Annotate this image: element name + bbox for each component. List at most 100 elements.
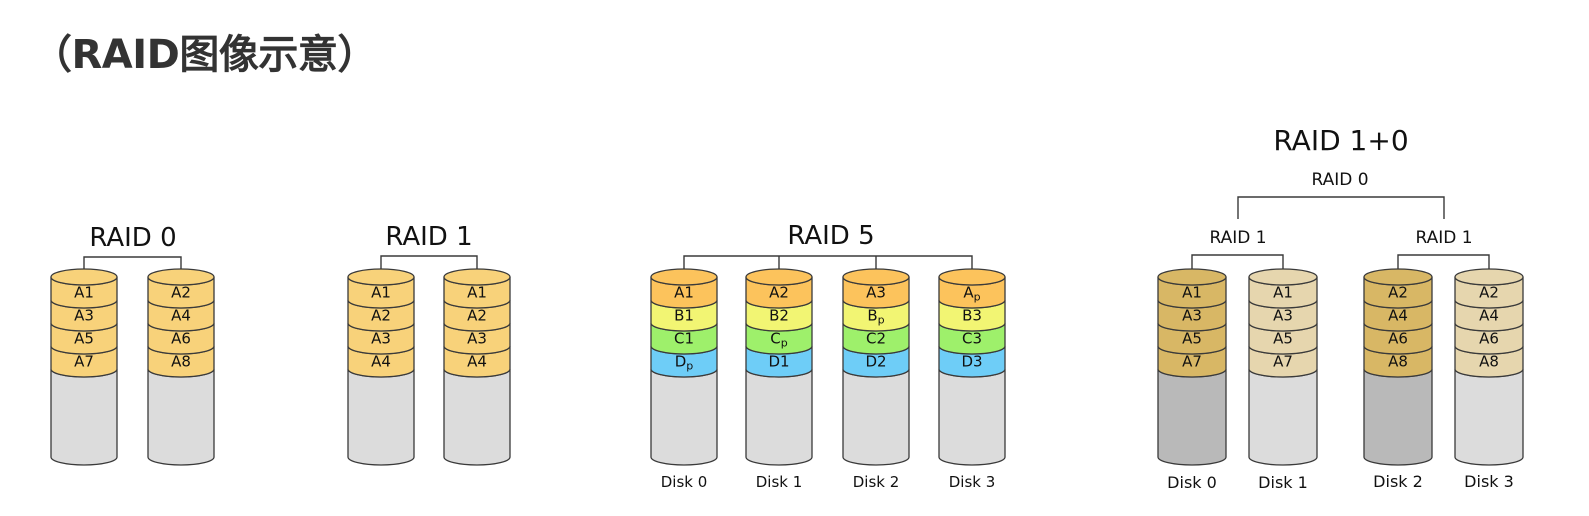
block-label: B2 — [769, 307, 789, 325]
disk-label: Disk 2 — [1373, 472, 1423, 491]
block-label: B3 — [962, 307, 982, 325]
disk-top-cap — [842, 268, 910, 286]
block-label: Ap — [963, 284, 980, 304]
block-label: A2 — [769, 284, 789, 302]
disk: D2 C2 Bp A3 — [842, 268, 910, 466]
block-label: A4 — [1388, 307, 1408, 325]
block-label: A3 — [74, 307, 94, 325]
disk-label: Disk 1 — [1258, 473, 1308, 492]
disk-top-cap — [938, 268, 1006, 286]
disk-top-cap — [1454, 268, 1524, 286]
block-label: A2 — [171, 284, 191, 302]
disk-body — [938, 368, 1006, 466]
disk-label: Disk 3 — [949, 473, 996, 491]
raid1-group-label: RAID 1 — [1209, 228, 1266, 248]
disk-body — [1454, 368, 1524, 466]
block-label: C2 — [866, 330, 886, 348]
block-label: A2 — [467, 307, 487, 325]
block-label: A7 — [74, 353, 94, 371]
block-label: A1 — [74, 284, 94, 302]
raid1-title: RAID 1 — [385, 222, 472, 252]
page-title: （RAID图像示意） — [32, 32, 377, 78]
disk: D3 C3 B3 Ap — [938, 268, 1006, 466]
block-label: A7 — [1182, 353, 1202, 371]
raid0-group-connector — [1237, 196, 1445, 219]
disk-top-cap — [50, 268, 118, 286]
disk-body — [347, 368, 415, 466]
disk-top-cap — [147, 268, 215, 286]
raid5-connector — [683, 255, 973, 269]
block-label: Cp — [770, 330, 787, 350]
disk: A4 A3 A2 A1 — [443, 268, 511, 466]
disk-label: Disk 2 — [853, 473, 900, 491]
block-label: Bp — [867, 307, 884, 327]
block-label: A2 — [371, 307, 391, 325]
block-label: A8 — [1479, 353, 1499, 371]
block-label: D3 — [961, 353, 982, 371]
block-label: A3 — [866, 284, 886, 302]
raid1-group-connector — [1191, 254, 1284, 269]
block-label: B1 — [674, 307, 694, 325]
disk-top-cap — [1248, 268, 1318, 286]
block-label: A6 — [1388, 330, 1408, 348]
disk-body — [147, 368, 215, 466]
raid0-title: RAID 0 — [89, 223, 176, 253]
raid1-connector — [380, 255, 478, 269]
raid0-connector — [83, 256, 182, 269]
disk-body — [1248, 368, 1318, 466]
block-label: A5 — [1182, 330, 1202, 348]
disk: A8 A6 A4 A2 — [1454, 268, 1524, 466]
block-label: A3 — [1182, 307, 1202, 325]
block-label: A1 — [1273, 284, 1293, 302]
block-label: A4 — [467, 353, 487, 371]
disk-top-cap — [1363, 268, 1433, 286]
disk-body — [745, 368, 813, 466]
disk-label: Disk 0 — [661, 473, 708, 491]
disk: Dp C1 B1 A1 — [650, 268, 718, 466]
block-label: A3 — [1273, 307, 1293, 325]
disk: A8 A6 A4 A2 — [147, 268, 215, 466]
block-label: A8 — [171, 353, 191, 371]
disk-top-cap — [347, 268, 415, 286]
block-label: A6 — [171, 330, 191, 348]
block-label: A5 — [1273, 330, 1293, 348]
block-label: A6 — [1479, 330, 1499, 348]
block-label: A4 — [371, 353, 391, 371]
raid1-group-label: RAID 1 — [1415, 228, 1472, 248]
disk-body — [650, 368, 718, 466]
disk-body — [443, 368, 511, 466]
block-label: A4 — [171, 307, 191, 325]
block-label: C3 — [962, 330, 982, 348]
block-label: Dp — [675, 353, 694, 373]
disk-label: Disk 0 — [1167, 473, 1217, 492]
block-label: A1 — [467, 284, 487, 302]
disk-body — [1157, 368, 1227, 466]
block-label: A3 — [371, 330, 391, 348]
disk-top-cap — [1157, 268, 1227, 286]
block-label: A3 — [467, 330, 487, 348]
raid10-title: RAID 1+0 — [1273, 124, 1408, 157]
raid0-group-label: RAID 0 — [1311, 170, 1368, 190]
disk-body — [1363, 368, 1433, 466]
disk-top-cap — [650, 268, 718, 286]
block-label: A2 — [1479, 284, 1499, 302]
disk-body — [842, 368, 910, 466]
block-label: C1 — [674, 330, 694, 348]
raid1-group-connector — [1397, 254, 1490, 269]
disk-body — [50, 368, 118, 466]
block-label: A8 — [1388, 353, 1408, 371]
block-label: A4 — [1479, 307, 1499, 325]
disk-top-cap — [745, 268, 813, 286]
block-label: D2 — [865, 353, 886, 371]
block-label: A1 — [674, 284, 694, 302]
